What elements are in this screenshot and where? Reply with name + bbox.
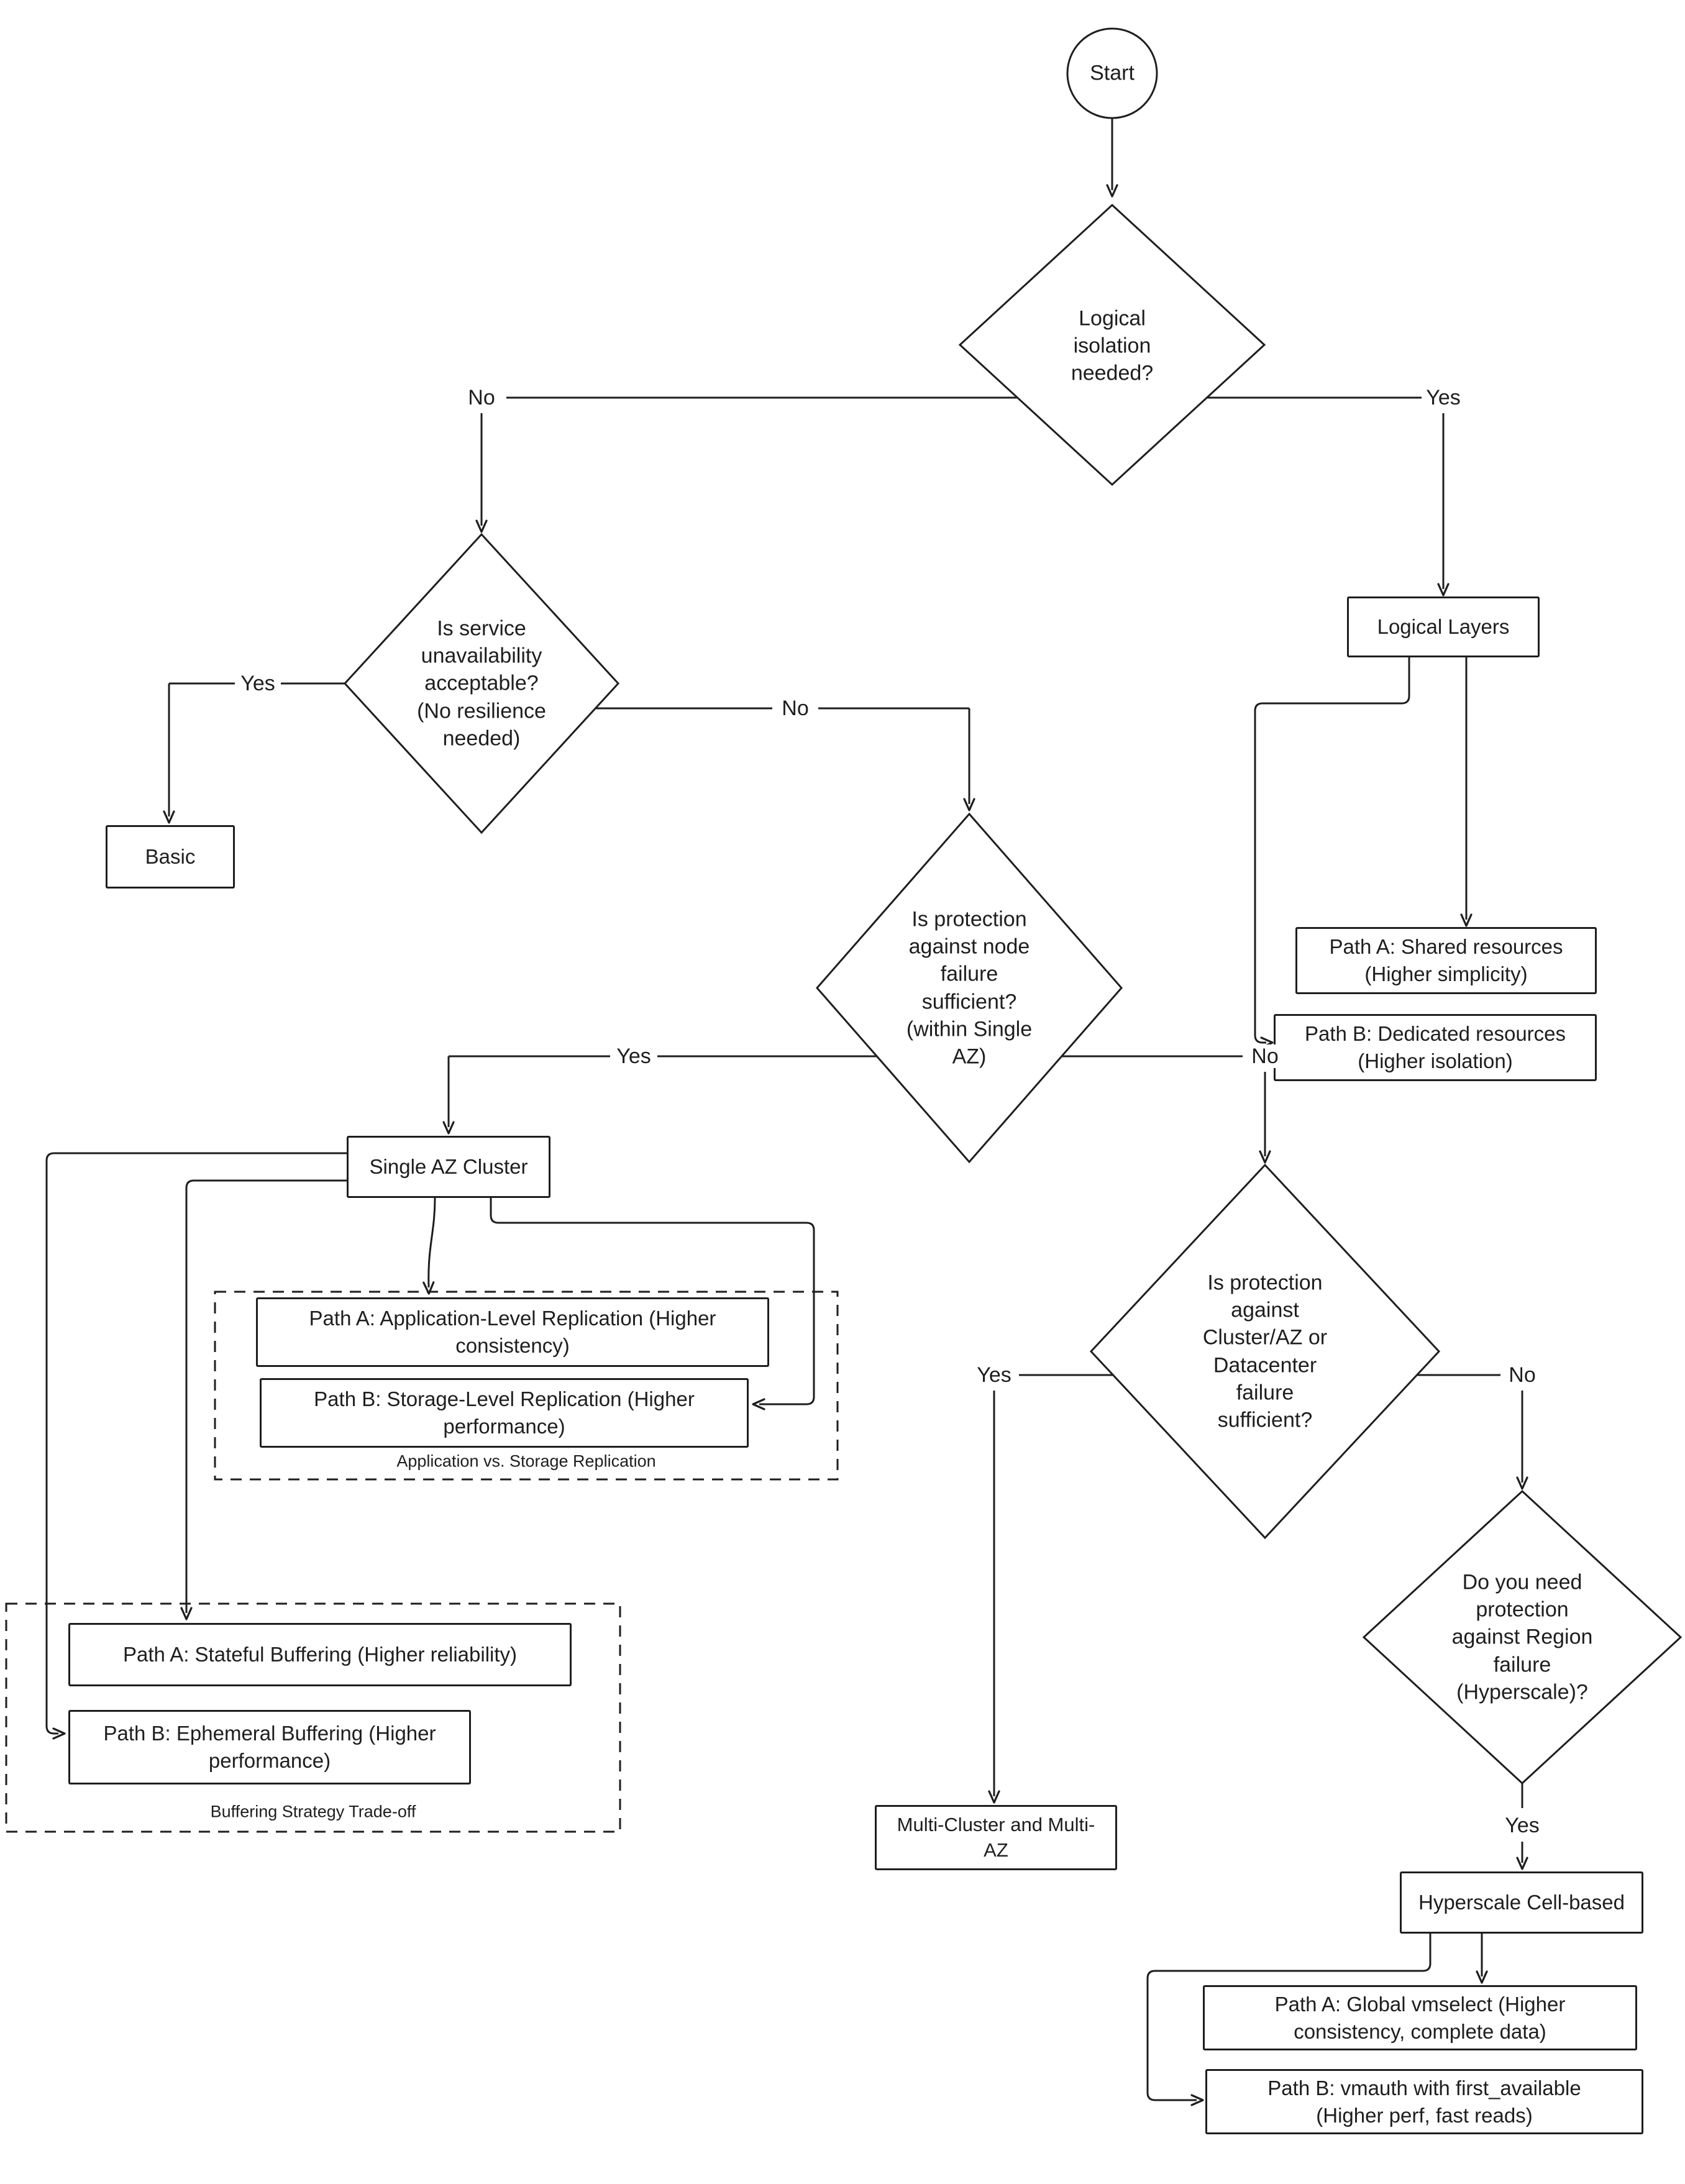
edge-label-no-unavailability: No [778,697,813,720]
path-b-storage-label: Path B: Storage-Level Replication (Highe… [314,1387,695,1438]
connector-singleaz-to-stateful [180,1179,347,1620]
multi-cluster-label: Multi-Cluster and Multi- AZ [897,1813,1095,1861]
path-b-ephemeral-label: Path B: Ephemeral Buffering (Higher perf… [103,1722,436,1772]
edge-label-no-isolation: No [464,386,499,409]
path-b-ephemeral-node: Path B: Ephemeral Buffering (Higher perf… [68,1710,471,1784]
multi-cluster-node: Multi-Cluster and Multi- AZ [875,1805,1117,1870]
path-a-application-label: Path A: Application-Level Replication (H… [309,1307,716,1357]
path-a-global-label: Path A: Global vmselect (Higher consiste… [1274,1992,1566,2043]
basic-node-label: Basic [145,845,196,869]
edge-label-yes-cluster-az: Yes [973,1363,1015,1387]
connector-hyperscale-to-vmauth [1146,1934,1432,2106]
edge-label-yes-unavailability: Yes [237,672,279,695]
edge-label-no-cluster-az: No [1505,1363,1540,1387]
path-a-shared-label: Path A: Shared resources (Higher simplic… [1329,935,1563,985]
decision-region-failure-label: Do you need protection against Region fa… [1451,1570,1593,1704]
path-a-global-node: Path A: Global vmselect (Higher consiste… [1203,1985,1637,2050]
basic-node: Basic [106,825,235,889]
buffering-group-frame [5,1602,621,1833]
logical-layers-label: Logical Layers [1377,615,1510,639]
edge-label-yes-isolation: Yes [1422,386,1464,409]
start-node-label: Start [1090,61,1135,85]
logical-layers-node: Logical Layers [1347,596,1540,657]
decision-cluster-az-failure-label: Is protection against Cluster/AZ or Data… [1202,1271,1328,1432]
decision-logical-isolation-label: Logical isolation needed? [1071,306,1154,386]
path-a-stateful-label: Path A: Stateful Buffering (Higher relia… [122,1643,518,1666]
connector-singleaz-to-storage [490,1198,815,1410]
single-az-cluster-node: Single AZ Cluster [347,1136,550,1198]
path-a-stateful-node: Path A: Stateful Buffering (Higher relia… [68,1623,572,1686]
path-b-vmauth-label: Path B: vmauth with first_available (Hig… [1267,2076,1581,2127]
replication-group-frame [214,1291,839,1481]
hyperscale-node: Hyperscale Cell-based [1400,1871,1643,1934]
replication-group-caption: Application vs. Storage Replication [391,1451,661,1471]
connector-singleaz-to-ephemeral [45,1152,347,1740]
edge-label-yes-region: Yes [1501,1814,1543,1837]
edge-label-no-node-failure: No [1248,1044,1282,1068]
connector-layers-to-dedicated [1254,657,1410,1049]
connector-singleaz-to-application [422,1197,436,1295]
hyperscale-label: Hyperscale Cell-based [1418,1891,1625,1914]
path-b-dedicated-label: Path B: Dedicated resources (Higher isol… [1304,1022,1566,1072]
decision-node-failure-label: Is protection against node failure suffi… [906,907,1033,1069]
path-a-shared-node: Path A: Shared resources (Higher simplic… [1295,927,1597,994]
decision-cluster-az-failure-shape [1089,1163,1441,1540]
path-b-dedicated-node: Path B: Dedicated resources (Higher isol… [1274,1014,1597,1081]
decision-service-unavailability-label: Is service unavailability acceptable? (N… [417,616,546,751]
path-b-storage-node: Path B: Storage-Level Replication (Highe… [260,1378,749,1448]
decision-logical-isolation-shape [958,203,1266,487]
decision-node-failure-shape [816,812,1123,1164]
path-a-application-node: Path A: Application-Level Replication (H… [256,1297,769,1367]
decision-service-unavailability-shape [343,532,620,834]
single-az-cluster-label: Single AZ Cluster [369,1155,528,1179]
path-b-vmauth-node: Path B: vmauth with first_available (Hig… [1205,2069,1643,2134]
buffering-group-caption: Buffering Strategy Trade-off [205,1802,421,1822]
edge-label-yes-node-failure: Yes [613,1044,655,1068]
